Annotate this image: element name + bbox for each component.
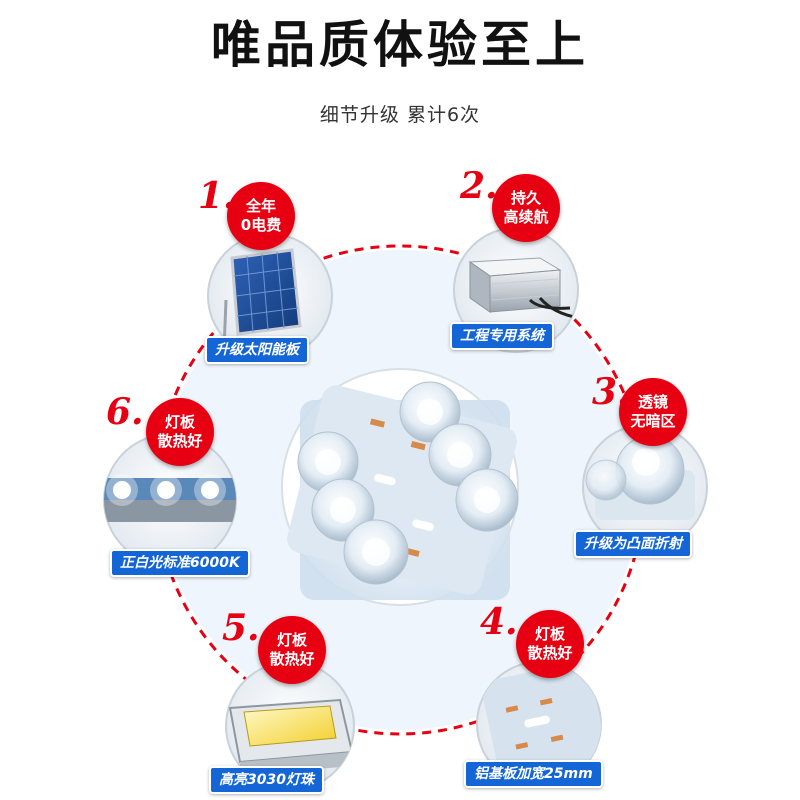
light-strip-icon	[103, 433, 237, 567]
feature-2-badge-line-1: 持久	[510, 189, 541, 207]
feature-6-tag: 正白光标准6000K	[110, 549, 250, 577]
feature-5-badge-line-2: 散热好	[269, 650, 315, 668]
feature-2-number: 2.	[460, 165, 498, 207]
feature-1-tag: 升级太阳能板	[205, 336, 309, 364]
feature-5-number: 5.	[222, 607, 260, 649]
feature-5-tag: 高亮3030灯珠	[209, 766, 324, 794]
feature-4-badge-line-2: 散热好	[527, 644, 573, 662]
feature-4-badge: 灯板 散热好	[516, 610, 584, 678]
feature-1-badge: 全年 0电费	[227, 182, 295, 250]
feature-6-badge-line-1: 灯板	[164, 413, 195, 431]
feature-5-badge-line-1: 灯板	[276, 631, 307, 649]
feature-2-badge: 持久 高续航	[492, 174, 560, 242]
lens-icon	[582, 424, 708, 550]
feature-3-badge-line-2: 无暗区	[630, 412, 676, 430]
feature-2-tag: 工程专用系统	[450, 322, 554, 350]
feature-5-badge: 灯板 散热好	[258, 616, 326, 684]
feature-6-number: 6.	[106, 391, 144, 433]
feature-2-badge-line-2: 高续航	[503, 208, 549, 226]
page-subtitle: 细节升级 累计6次	[319, 104, 481, 126]
feature-6-badge-line-2: 散热好	[157, 432, 203, 450]
feature-1-badge-line-1: 全年	[245, 197, 276, 215]
feature-4-badge-line-1: 灯板	[534, 625, 565, 643]
feature-4-number: 4.	[480, 601, 518, 643]
controller-box-icon	[453, 227, 579, 353]
feature-1-badge-line-2: 0电费	[240, 216, 282, 234]
feature-4-tag: 铝基板加宽25mm	[464, 760, 603, 788]
aluminum-board-icon	[476, 661, 602, 787]
page-title: 唯品质体验至上	[211, 16, 589, 74]
led-lens-module-icon	[281, 368, 519, 606]
feature-3-badge-line-1: 透镜	[637, 393, 668, 411]
feature-3-badge: 透镜 无暗区	[619, 378, 687, 446]
solar-panel-icon	[207, 233, 333, 359]
feature-3-tag: 升级为凸面折射	[574, 530, 692, 558]
feature-6-badge: 灯板 散热好	[146, 398, 214, 466]
